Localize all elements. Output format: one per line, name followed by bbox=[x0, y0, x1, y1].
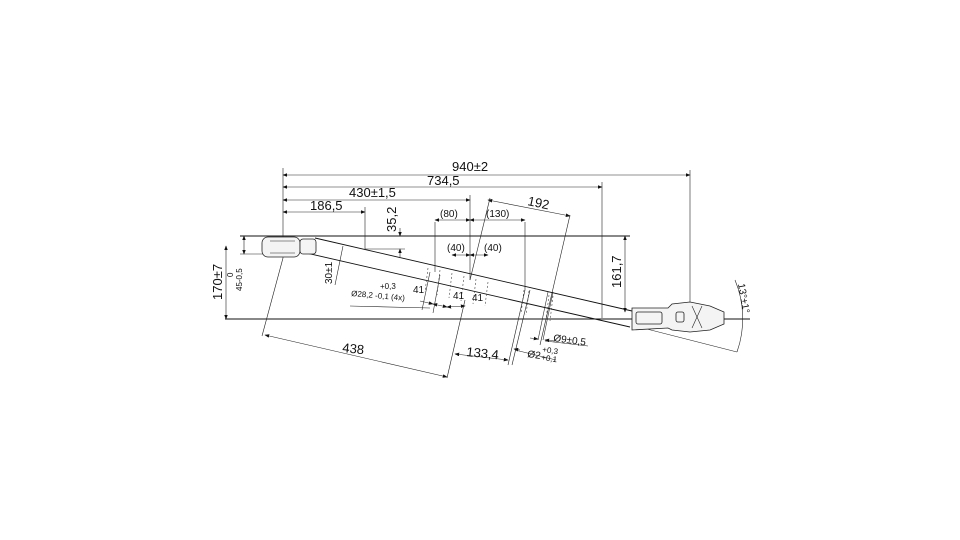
label-130: (130) bbox=[486, 209, 509, 220]
label-40b: (40) bbox=[484, 243, 502, 254]
dimension-labels: 940±2 734,5 430±1,5 186,5 35,2 (80) (130… bbox=[210, 159, 751, 364]
label-430: 430±1,5 bbox=[349, 185, 396, 200]
label-940: 940±2 bbox=[452, 159, 488, 174]
label-133: 133,4 bbox=[466, 344, 500, 362]
dimension-lines bbox=[224, 173, 744, 379]
label-dia28-tol: +0,3 bbox=[380, 282, 396, 291]
label-192: 192 bbox=[526, 193, 550, 212]
label-dia28: Ø28,2 -0,1 (4x) bbox=[351, 289, 406, 303]
label-45: 45-0,5 bbox=[235, 268, 244, 291]
label-dia2-tol-upper: +0,3 bbox=[542, 345, 559, 356]
label-tol-0: 0 bbox=[226, 272, 235, 277]
right-end-fitting bbox=[631, 301, 725, 333]
label-80: (80) bbox=[440, 209, 458, 220]
label-186: 186,5 bbox=[310, 198, 343, 213]
label-41c: 41 bbox=[472, 293, 484, 304]
left-eye-fitting bbox=[261, 236, 317, 258]
label-41b: 41 bbox=[453, 291, 465, 302]
label-438: 438 bbox=[342, 340, 365, 357]
label-734: 734,5 bbox=[427, 173, 460, 188]
label-170: 170±7 bbox=[210, 264, 225, 300]
label-40a: (40) bbox=[447, 243, 465, 254]
label-angle: 13°±1° bbox=[735, 283, 751, 315]
label-30: 30±1 bbox=[324, 261, 335, 284]
label-dia9: Ø9±0,5 bbox=[553, 333, 587, 349]
label-dia2-tol-lower: +0,1 bbox=[541, 353, 558, 364]
label-41a: 41 bbox=[413, 285, 425, 296]
rod-part bbox=[301, 237, 633, 328]
label-dia2: Ø2 bbox=[527, 349, 542, 362]
label-35: 35,2 bbox=[384, 207, 399, 232]
label-161: 161,7 bbox=[609, 255, 624, 288]
